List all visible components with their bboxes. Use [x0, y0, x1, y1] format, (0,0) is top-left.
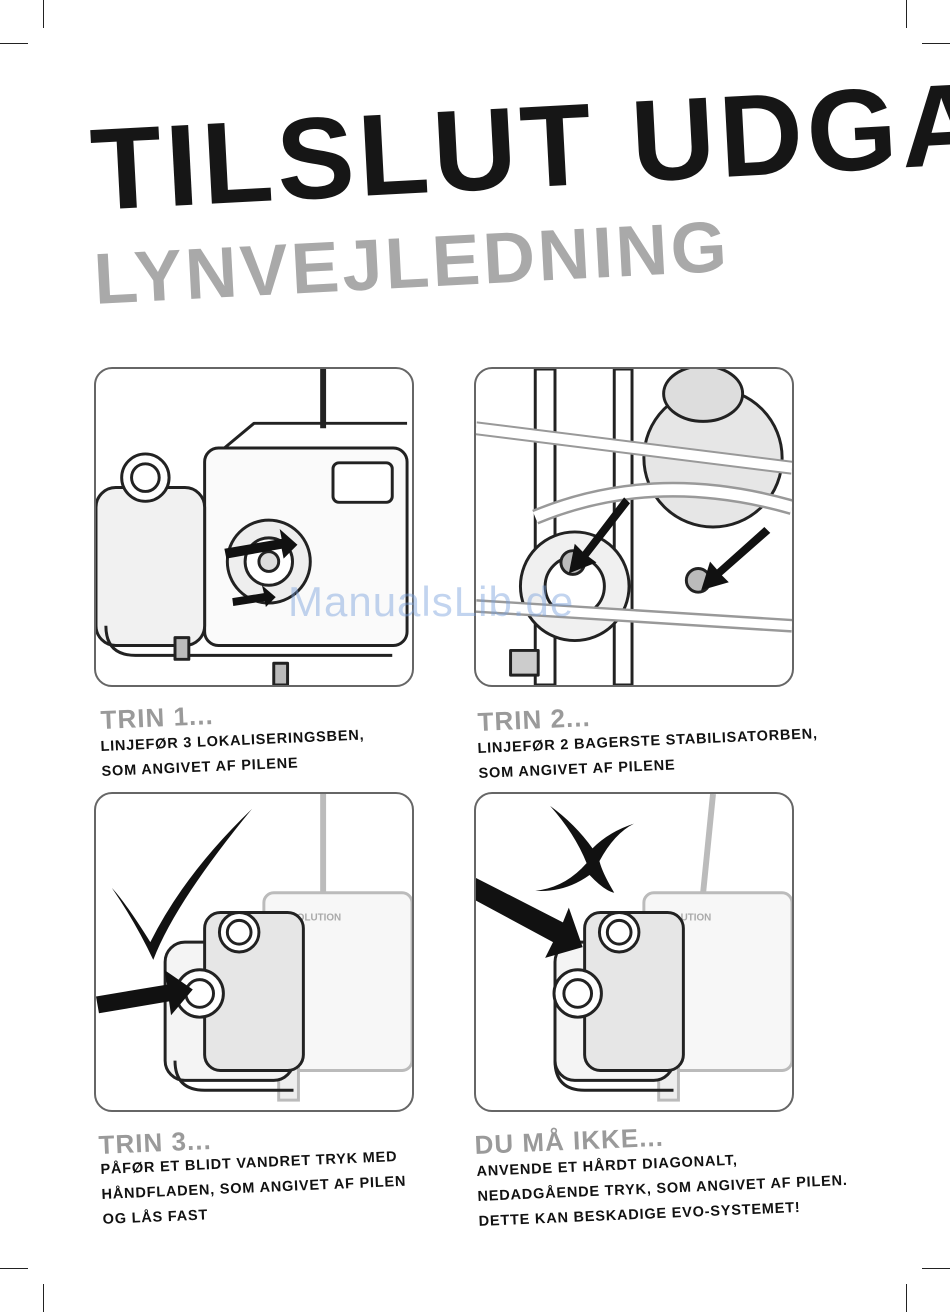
crop-mark	[43, 1284, 44, 1312]
crop-mark	[922, 1268, 950, 1269]
crop-mark	[906, 1284, 907, 1312]
brand-label: EVOLUTION	[654, 912, 712, 923]
crop-mark	[43, 0, 44, 28]
step3-text: PÅFØR ET BLIDT VANDRET TRYK MED HÅNDFLAD…	[100, 1145, 408, 1233]
step2-illustration	[474, 367, 794, 687]
pump-attach-correct-drawing: EVOLUTION	[96, 794, 412, 1102]
crop-mark	[922, 43, 950, 44]
check-mark-icon	[111, 808, 253, 960]
step3-illustration: EVOLUTION	[94, 792, 414, 1112]
step1-illustration	[94, 367, 414, 687]
crop-mark	[0, 43, 28, 44]
page-title: TILSLUT UDGANG	[87, 48, 950, 235]
donot-illustration: EVOLUTION	[474, 792, 794, 1112]
cross-mark-icon	[535, 805, 634, 893]
crop-mark	[0, 1268, 28, 1269]
pump-attach-wrong-drawing: EVOLUTION	[476, 794, 792, 1102]
donot-text: ANVENDE ET HÅRDT DIAGONALT, NEDADGÅENDE …	[476, 1144, 849, 1235]
watermark: ManualsLib.de	[288, 578, 575, 625]
crop-mark	[906, 0, 907, 28]
pump-engine-drawing	[96, 369, 409, 685]
frame-closeup-drawing	[476, 369, 792, 685]
brand-label: EVOLUTION	[284, 912, 342, 923]
step1-text: LINJEFØR 3 LOKALISERINGSBEN, SOM ANGIVET…	[100, 723, 366, 784]
